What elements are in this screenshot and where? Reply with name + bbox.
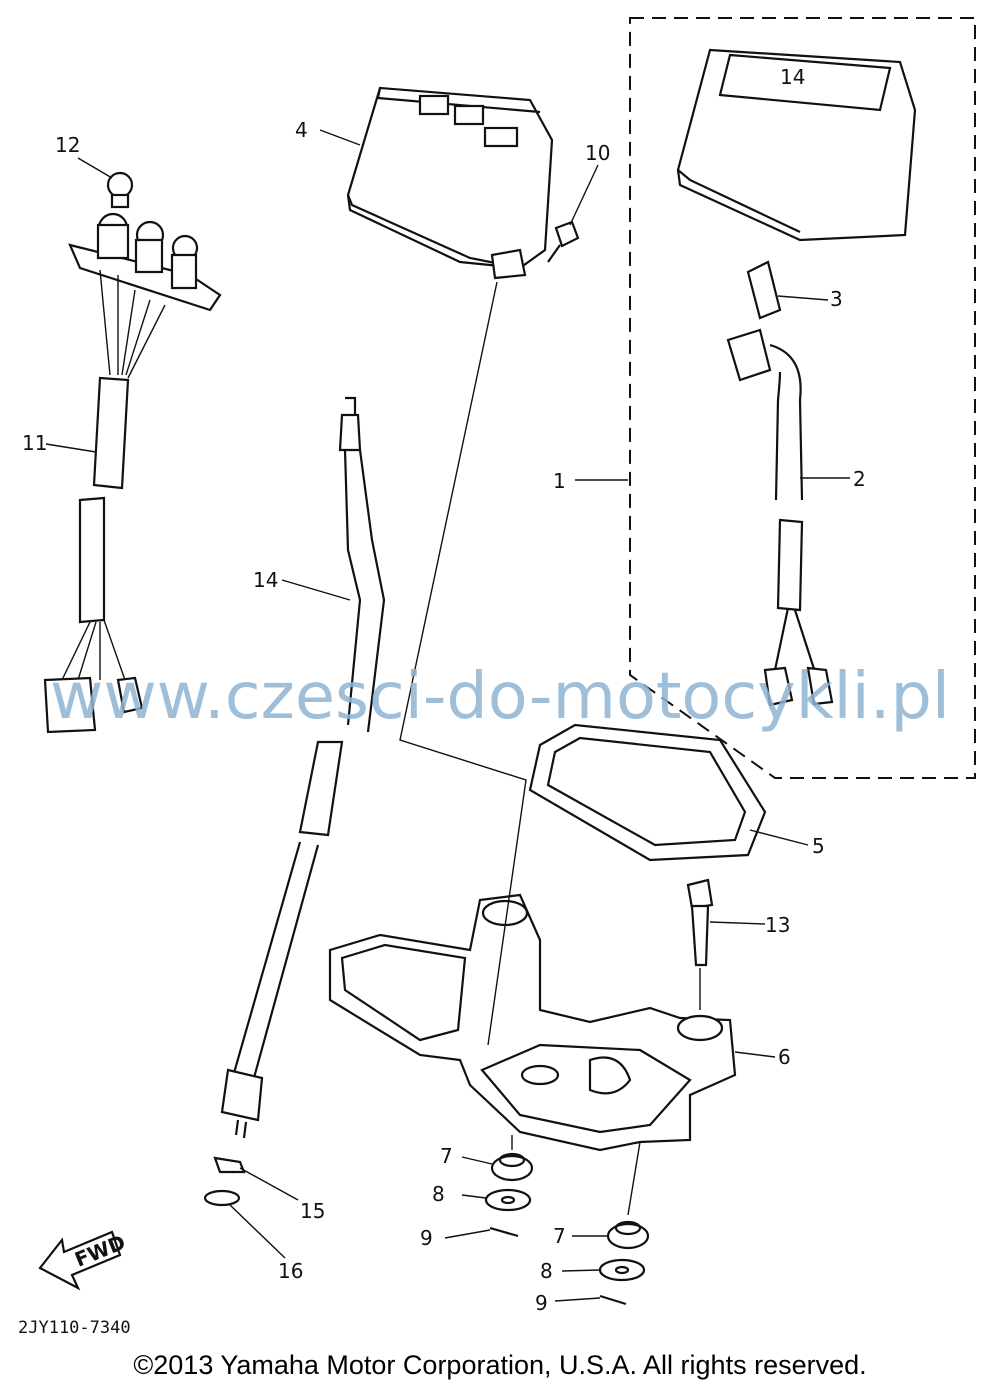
part-label-7: 7 xyxy=(440,1144,453,1168)
bolt-part-13 xyxy=(686,878,714,967)
copyright-notice: ©2013 Yamaha Motor Corporation, U.S.A. A… xyxy=(133,1350,867,1380)
grommet-part-7-a xyxy=(490,1152,534,1182)
part-label-14: 14 xyxy=(253,568,278,592)
part-label-8: 8 xyxy=(432,1182,445,1206)
pin-part-9-a xyxy=(489,1226,519,1238)
part-label-7b: 7 xyxy=(553,1224,566,1248)
wire-harness-part-11 xyxy=(43,212,222,734)
speedometer-cable-part-14 xyxy=(220,396,386,1139)
assembly-guide-lines xyxy=(399,281,701,1216)
svg-text:14: 14 xyxy=(780,65,805,89)
part-label-3: 3 xyxy=(830,287,843,311)
part-label-15: 15 xyxy=(300,1199,325,1223)
cushion-part-5 xyxy=(528,723,767,862)
meter-assembly-part-1: 14 xyxy=(676,48,917,242)
part-label-1: 1 xyxy=(553,469,566,493)
ring-part-16 xyxy=(203,1189,241,1207)
clip-part-15 xyxy=(213,1156,246,1174)
part-label-10: 10 xyxy=(585,141,610,165)
part-label-5: 5 xyxy=(812,834,825,858)
pin-part-9-b xyxy=(599,1294,627,1306)
part-label-16: 16 xyxy=(278,1259,303,1283)
grommet-part-7-b xyxy=(606,1220,650,1250)
bulb-socket-cord-part-2 xyxy=(726,328,834,707)
part-label-9b: 9 xyxy=(535,1291,548,1315)
diagram-code: 2JY110-7340 xyxy=(18,1318,131,1338)
assembly-dashed-outline xyxy=(629,17,976,779)
part-label-13: 13 xyxy=(765,913,790,937)
forward-arrow-icon: FWD xyxy=(38,1230,129,1291)
leader-lines xyxy=(45,129,850,1302)
washer-part-8-b xyxy=(598,1258,646,1282)
part-label-4: 4 xyxy=(295,118,308,142)
watermark-text: www.czesci-do-motocykli.pl xyxy=(50,660,950,734)
part-label-8b: 8 xyxy=(540,1259,553,1283)
part-label-6: 6 xyxy=(778,1045,791,1069)
bulb-part-12 xyxy=(106,171,134,209)
screw-part-10 xyxy=(547,220,580,263)
part-label-12: 12 xyxy=(55,133,80,157)
bracket-part-6 xyxy=(328,893,737,1152)
washer-part-8-a xyxy=(484,1188,532,1212)
meter-housing-part-4 xyxy=(346,86,554,280)
part-label-11: 11 xyxy=(22,431,47,455)
part-label-9: 9 xyxy=(420,1226,433,1250)
part-label-2: 2 xyxy=(853,467,866,491)
bulb-part-3 xyxy=(746,260,782,320)
